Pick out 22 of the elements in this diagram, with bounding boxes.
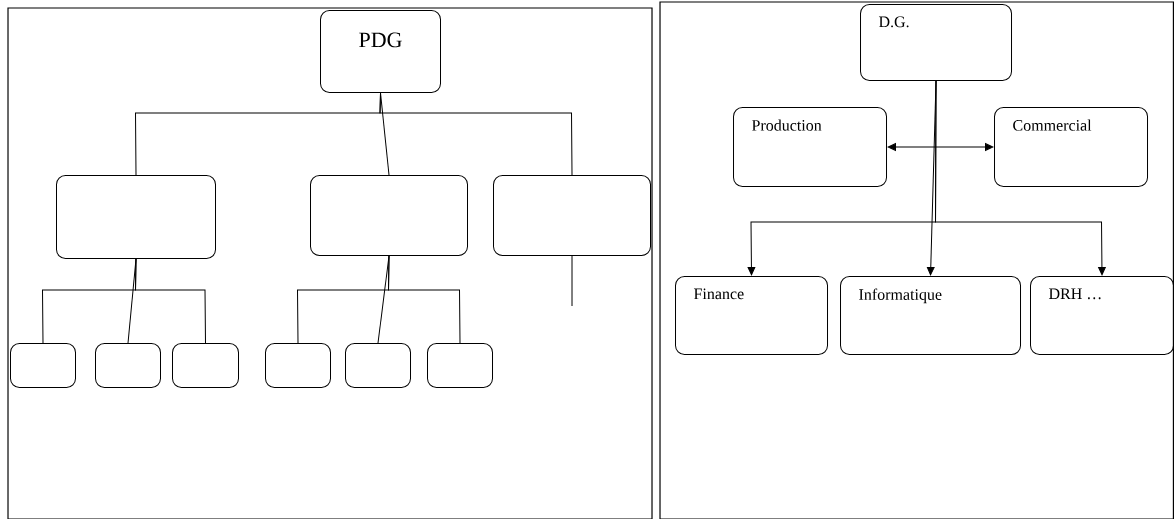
empty-box xyxy=(10,343,76,388)
arrow xyxy=(935,80,1106,276)
connector-line xyxy=(571,255,573,307)
empty-box xyxy=(56,175,216,259)
empty-box xyxy=(172,343,239,388)
arrow xyxy=(887,143,994,151)
connector-line xyxy=(388,255,461,344)
empty-box xyxy=(493,175,651,256)
org-box: DRH … xyxy=(1030,276,1174,355)
connector-line xyxy=(379,92,573,176)
org-box: Commercial xyxy=(994,107,1148,187)
empty-box xyxy=(95,343,161,388)
org-box: Production xyxy=(733,107,887,187)
empty-box xyxy=(345,343,411,388)
org-box: Informatique xyxy=(840,276,1021,355)
empty-box xyxy=(427,343,493,388)
org-box: D.G. xyxy=(860,4,1012,81)
org-box: PDG xyxy=(320,10,441,93)
empty-box xyxy=(310,175,468,256)
org-box: Finance xyxy=(675,276,828,355)
connector-line xyxy=(135,258,206,344)
empty-box xyxy=(265,343,331,388)
